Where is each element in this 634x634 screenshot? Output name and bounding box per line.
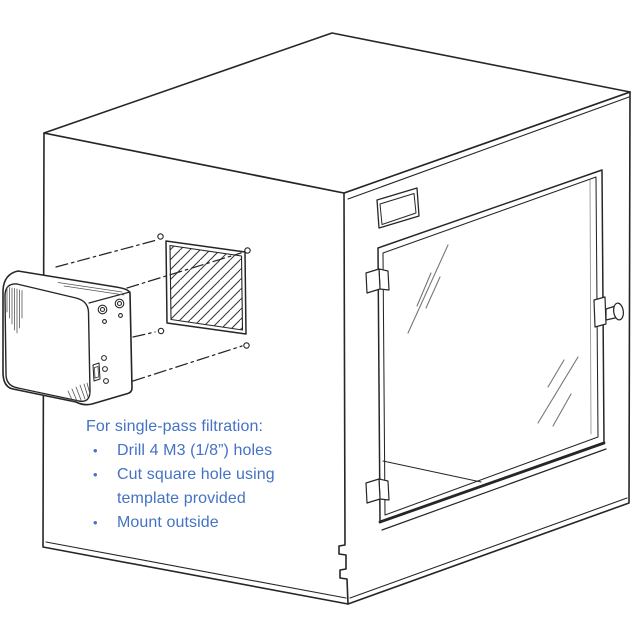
door-bottom-edge: [378, 441, 606, 524]
note-bullet-item: • Cut square hole using template provide…: [86, 463, 316, 511]
enclosure-side-panel: [42, 132, 349, 605]
drill-hole: [244, 247, 251, 254]
door-hinge-bottom: [365, 478, 390, 504]
note-heading: For single-pass filtration:: [86, 418, 263, 435]
note-bullet-text: Mount outside: [117, 514, 219, 531]
interior-floor-edge: [382, 460, 482, 483]
leader-line: [132, 345, 243, 382]
filter-unit-edge: [88, 291, 131, 304]
cutout-hatch-area: [169, 244, 244, 331]
door-inner-frame: [382, 176, 599, 516]
note-bullet-text: template provided: [117, 490, 246, 507]
bullet-icon: •: [93, 515, 98, 530]
door-handle: [593, 296, 624, 328]
drill-hole: [157, 327, 165, 335]
panel-thickness-line: [347, 96, 630, 200]
note-bullet-item: • Drill 4 M3 (1/8”) holes: [86, 439, 316, 463]
led-indicator: [102, 319, 107, 324]
glass-shine: [407, 244, 579, 427]
status-led: [103, 378, 109, 384]
leader-line: [55, 239, 158, 268]
note-bullet-text: Drill 4 M3 (1/8”) holes: [117, 442, 273, 459]
drill-hole: [157, 233, 164, 240]
usb-port-inner: [94, 366, 99, 379]
leader-line: [126, 252, 242, 289]
power-button-inner: [99, 306, 106, 313]
mode-button-inner: [116, 300, 123, 307]
door-opening-ledge: [381, 448, 607, 531]
glass-door: [365, 169, 624, 531]
door-glass-edge: [589, 179, 592, 435]
leader-line: [132, 331, 156, 338]
filter-unit-front-face: [4, 283, 91, 402]
door-hinge-top: [365, 268, 390, 294]
filter-unit: [2, 270, 133, 406]
filter-unit-port-cluster: [92, 355, 109, 384]
led-indicator: [118, 313, 123, 318]
filter-unit-shading: [6, 286, 91, 403]
status-led: [101, 355, 107, 361]
note-bullet-item: • Mount outside: [86, 511, 316, 535]
status-led: [102, 366, 108, 372]
bullet-icon: •: [93, 467, 98, 482]
enclosure-top-face: [43, 32, 631, 194]
drill-holes: [157, 233, 251, 349]
filter-unit-top-lines: [57, 282, 125, 296]
bullet-icon: •: [93, 443, 98, 458]
cutout-square: [165, 240, 247, 335]
annotation-note: For single-pass filtration: • Drill 4 M3…: [86, 415, 316, 535]
note-bullet-text: Cut square hole using: [117, 466, 275, 483]
vent-slot: [376, 187, 420, 229]
panel-thickness-line: [349, 497, 628, 599]
alignment-leaders: [55, 239, 243, 382]
panel-thickness-line: [45, 541, 347, 599]
drill-hole: [243, 342, 250, 349]
filter-unit-buttons: [97, 298, 125, 324]
